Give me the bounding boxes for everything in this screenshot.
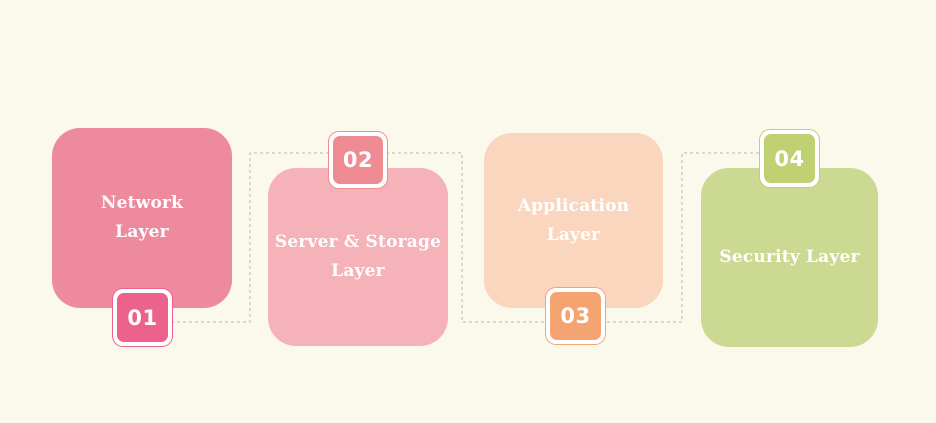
connector-line xyxy=(141,152,790,323)
badge-number-03: 03 xyxy=(560,304,591,328)
card-title-application-layer: Application Layer xyxy=(517,195,630,245)
badge-step-01: 01 xyxy=(112,288,173,347)
card-network-layer: Network Layer xyxy=(52,128,232,308)
badge-step-03-fill: 03 xyxy=(550,292,601,340)
badge-step-03: 03 xyxy=(545,287,606,345)
card-server-storage-layer: Server & Storage Layer xyxy=(268,168,448,346)
badge-step-04: 04 xyxy=(759,129,820,188)
badge-number-02: 02 xyxy=(342,148,374,172)
badge-step-01-fill: 01 xyxy=(117,293,168,342)
badge-step-02: 02 xyxy=(328,131,388,189)
card-application-layer: Application Layer xyxy=(484,133,663,308)
card-title-network-layer: Network Layer xyxy=(100,193,184,242)
badge-number-04: 04 xyxy=(774,146,805,171)
badge-number-01: 01 xyxy=(127,305,158,330)
card-title-server-storage-layer: Server & Storage Layer xyxy=(274,232,442,281)
badge-step-04-fill: 04 xyxy=(764,134,815,183)
card-security-layer: Security Layer xyxy=(701,168,878,347)
card-title-security-layer: Security Layer xyxy=(719,247,860,268)
badge-step-02-fill: 02 xyxy=(333,136,383,184)
